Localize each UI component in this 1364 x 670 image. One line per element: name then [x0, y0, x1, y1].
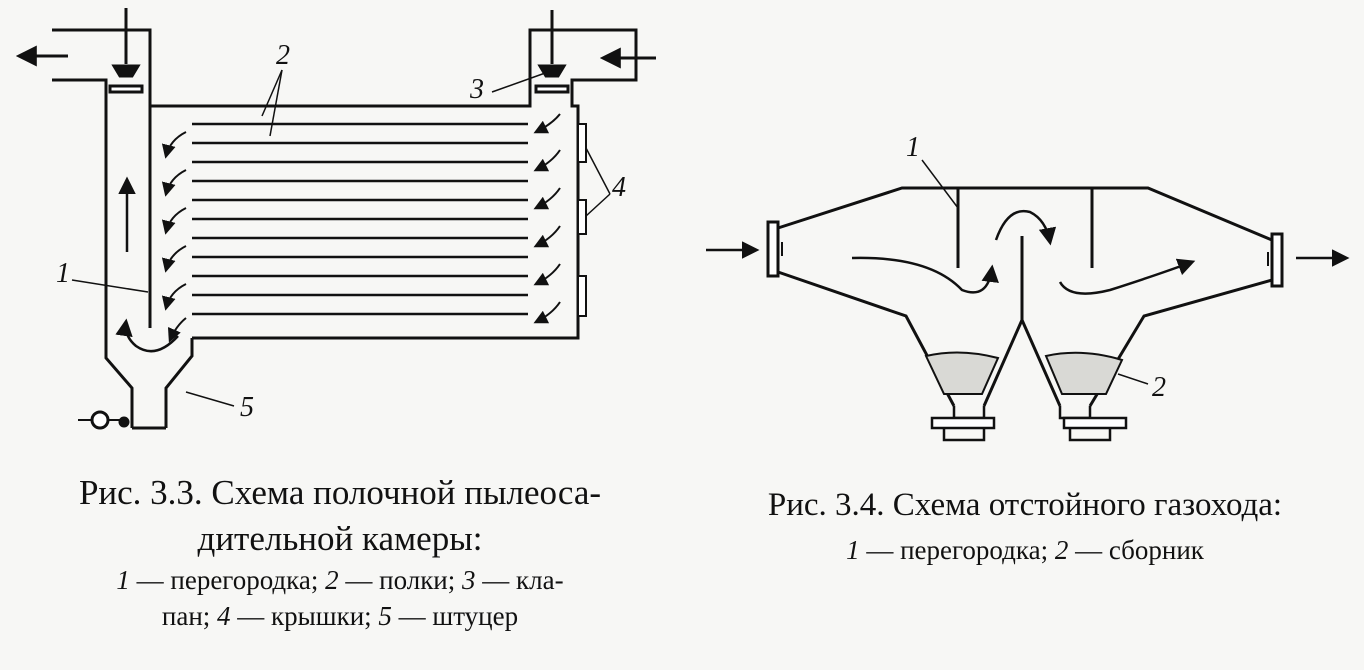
- chamber-body: [150, 88, 580, 340]
- flow-arrows-inlet: [533, 113, 561, 324]
- legend-num: 5: [378, 601, 392, 631]
- covers: [577, 123, 587, 317]
- left-valve-seat: [108, 84, 144, 94]
- inlet-flange: [766, 220, 780, 278]
- settling-flue-diagram: [706, 159, 1350, 442]
- legend-num: 2: [1054, 535, 1069, 565]
- shelves: [192, 122, 528, 316]
- figure1-legend-line2: пан; 4 — крышки; 5 — штуцер: [0, 598, 680, 634]
- label-5: 5: [240, 392, 254, 423]
- riser-left-wall: [104, 88, 134, 428]
- legend-text: пан;: [161, 601, 218, 631]
- shelf-dust-chamber-diagram: [15, 8, 656, 430]
- legend-text: — сборник: [1068, 535, 1204, 565]
- legend-num: 1: [846, 535, 860, 565]
- label-3: 3: [469, 74, 484, 105]
- legend-text: — крышки;: [230, 601, 379, 631]
- figure1-labels: 2 3 4 1 5: [56, 40, 626, 423]
- fitting-point: [118, 416, 130, 428]
- collector-right: [1044, 351, 1128, 442]
- left-valve-plug: [111, 64, 141, 78]
- legend-num: 1: [116, 565, 130, 595]
- figure1-legend-line1: 1 — перегородка; 2 — полки; 3 — кла-: [0, 562, 680, 598]
- legend-text: — перегородка;: [859, 535, 1055, 565]
- flue-leader-lines: [921, 159, 1149, 385]
- figure1-caption-title-line2: дительной камеры:: [197, 519, 483, 558]
- cover: [577, 275, 587, 317]
- fitting-valve: [90, 410, 110, 430]
- figure2-legend-line: 1 — перегородка; 2 — сборник: [690, 532, 1360, 568]
- cover: [577, 199, 587, 235]
- outlet-flange: [1270, 232, 1284, 288]
- collector-left: [924, 351, 1000, 442]
- outlet-duct: [52, 28, 152, 88]
- legend-text: — полки;: [338, 565, 463, 595]
- legend-num: 3: [462, 565, 476, 595]
- label-4: 4: [612, 172, 626, 203]
- flue-body: [777, 186, 1273, 407]
- legend-text: — перегородка;: [129, 565, 326, 595]
- flue-label-1: 1: [906, 132, 920, 163]
- flow-arrows-outlet: [161, 131, 187, 343]
- right-valve-plug: [537, 64, 567, 78]
- legend-num: 2: [325, 565, 339, 595]
- u-turn-arrow: [115, 318, 179, 353]
- legend-text: — штуцер: [391, 601, 519, 631]
- figure1-caption-title-line1: Рис. 3.3. Схема полочной пылеоса-: [78, 473, 602, 512]
- legend-num: 4: [217, 601, 231, 631]
- label-2: 2: [276, 40, 290, 71]
- figure2-caption-title: Рис. 3.4. Схема отстойного газохода:: [767, 487, 1283, 523]
- cover: [577, 123, 587, 163]
- figure2-caption: Рис. 3.4. Схема отстойного газохода: 1 —…: [690, 482, 1360, 568]
- hopper-right-wall: [164, 338, 194, 428]
- legend-text: — кла-: [475, 565, 564, 595]
- figure2-labels: 1 2: [906, 132, 1166, 403]
- label-1: 1: [56, 258, 70, 289]
- flue-flow-arrows: [851, 209, 1196, 295]
- figure1-caption: Рис. 3.3. Схема полочной пылеоса- дитель…: [0, 470, 680, 634]
- inlet-duct: [528, 28, 638, 88]
- right-valve-seat: [534, 84, 570, 94]
- leader-lines: [71, 69, 611, 407]
- flue-label-2: 2: [1152, 372, 1166, 403]
